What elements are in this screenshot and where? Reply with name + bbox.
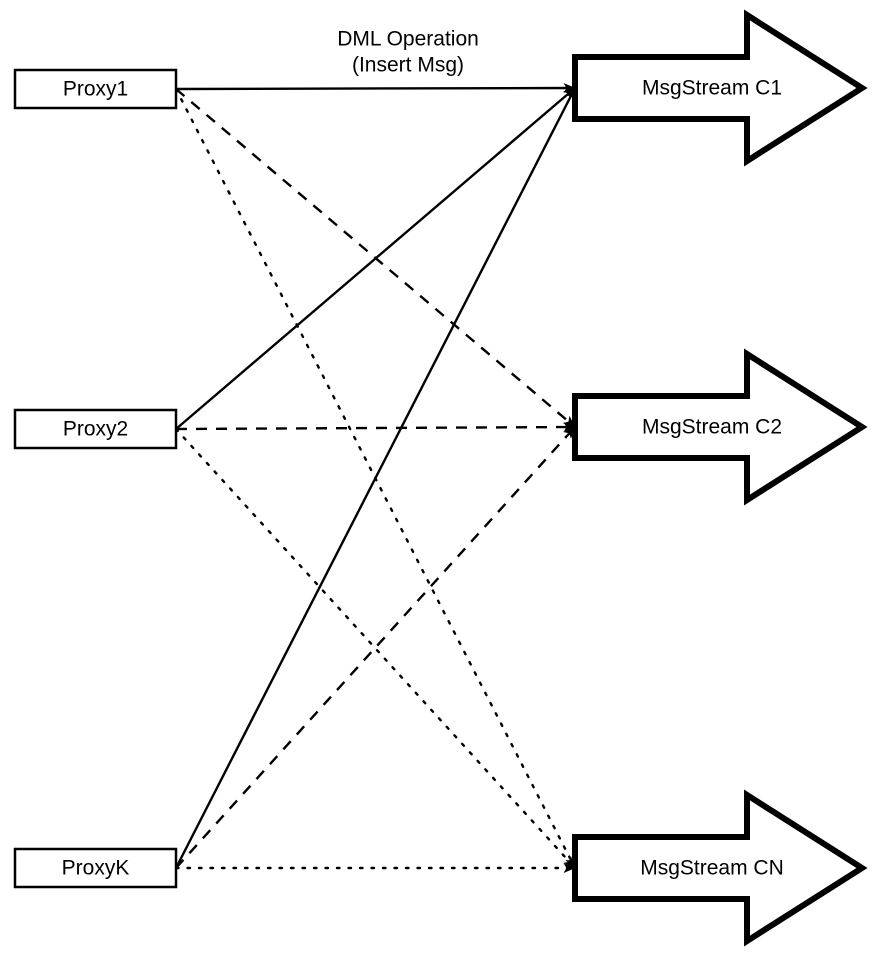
proxy-node-proxy2[interactable]: Proxy2 [13,408,178,450]
connection-proxy1-to-c1-solid [175,83,576,94]
msgstream-arrow-shape[interactable] [572,789,868,947]
connections-layer [174,83,577,873]
connection-proxy2-to-c2-dashed [175,422,576,433]
proxy-box[interactable] [13,408,178,450]
proxy-label: Proxy2 [63,418,128,441]
msgstream-label: MsgStream C1 [642,77,782,100]
msgstream-label: MsgStream CN [640,857,784,880]
edge-label-line1: DML Operation [337,28,479,51]
msgstream-arrow-shape[interactable] [572,9,868,167]
connection-proxyK-to-c2-dashed [175,426,576,869]
proxy-label: Proxy1 [63,78,128,101]
proxy-box[interactable] [13,847,178,889]
msgstream-node-c1[interactable]: MsgStream C1 [572,9,868,167]
edge-label-dml-operation: DML Operation (Insert Msg) [337,28,479,77]
proxy-node-proxyK[interactable]: ProxyK [13,847,178,889]
connection-proxy1-to-c2-dashed [175,88,576,428]
connection-proxy2-to-cn-dotted [174,427,577,870]
proxy-box[interactable] [13,68,178,110]
proxy-label: ProxyK [62,857,130,880]
streams-layer: MsgStream C1 MsgStream C2 MsgStream CN [572,9,868,947]
msgstream-label: MsgStream C2 [642,416,782,439]
proxy-node-proxy1[interactable]: Proxy1 [13,68,178,110]
msgstream-node-c2[interactable]: MsgStream C2 [572,348,868,506]
msgstream-node-cn[interactable]: MsgStream CN [572,789,868,947]
edge-label-line2: (Insert Msg) [352,54,464,77]
msgstream-arrow-shape[interactable] [572,348,868,506]
connection-proxy1-to-cn-dotted [174,87,577,870]
